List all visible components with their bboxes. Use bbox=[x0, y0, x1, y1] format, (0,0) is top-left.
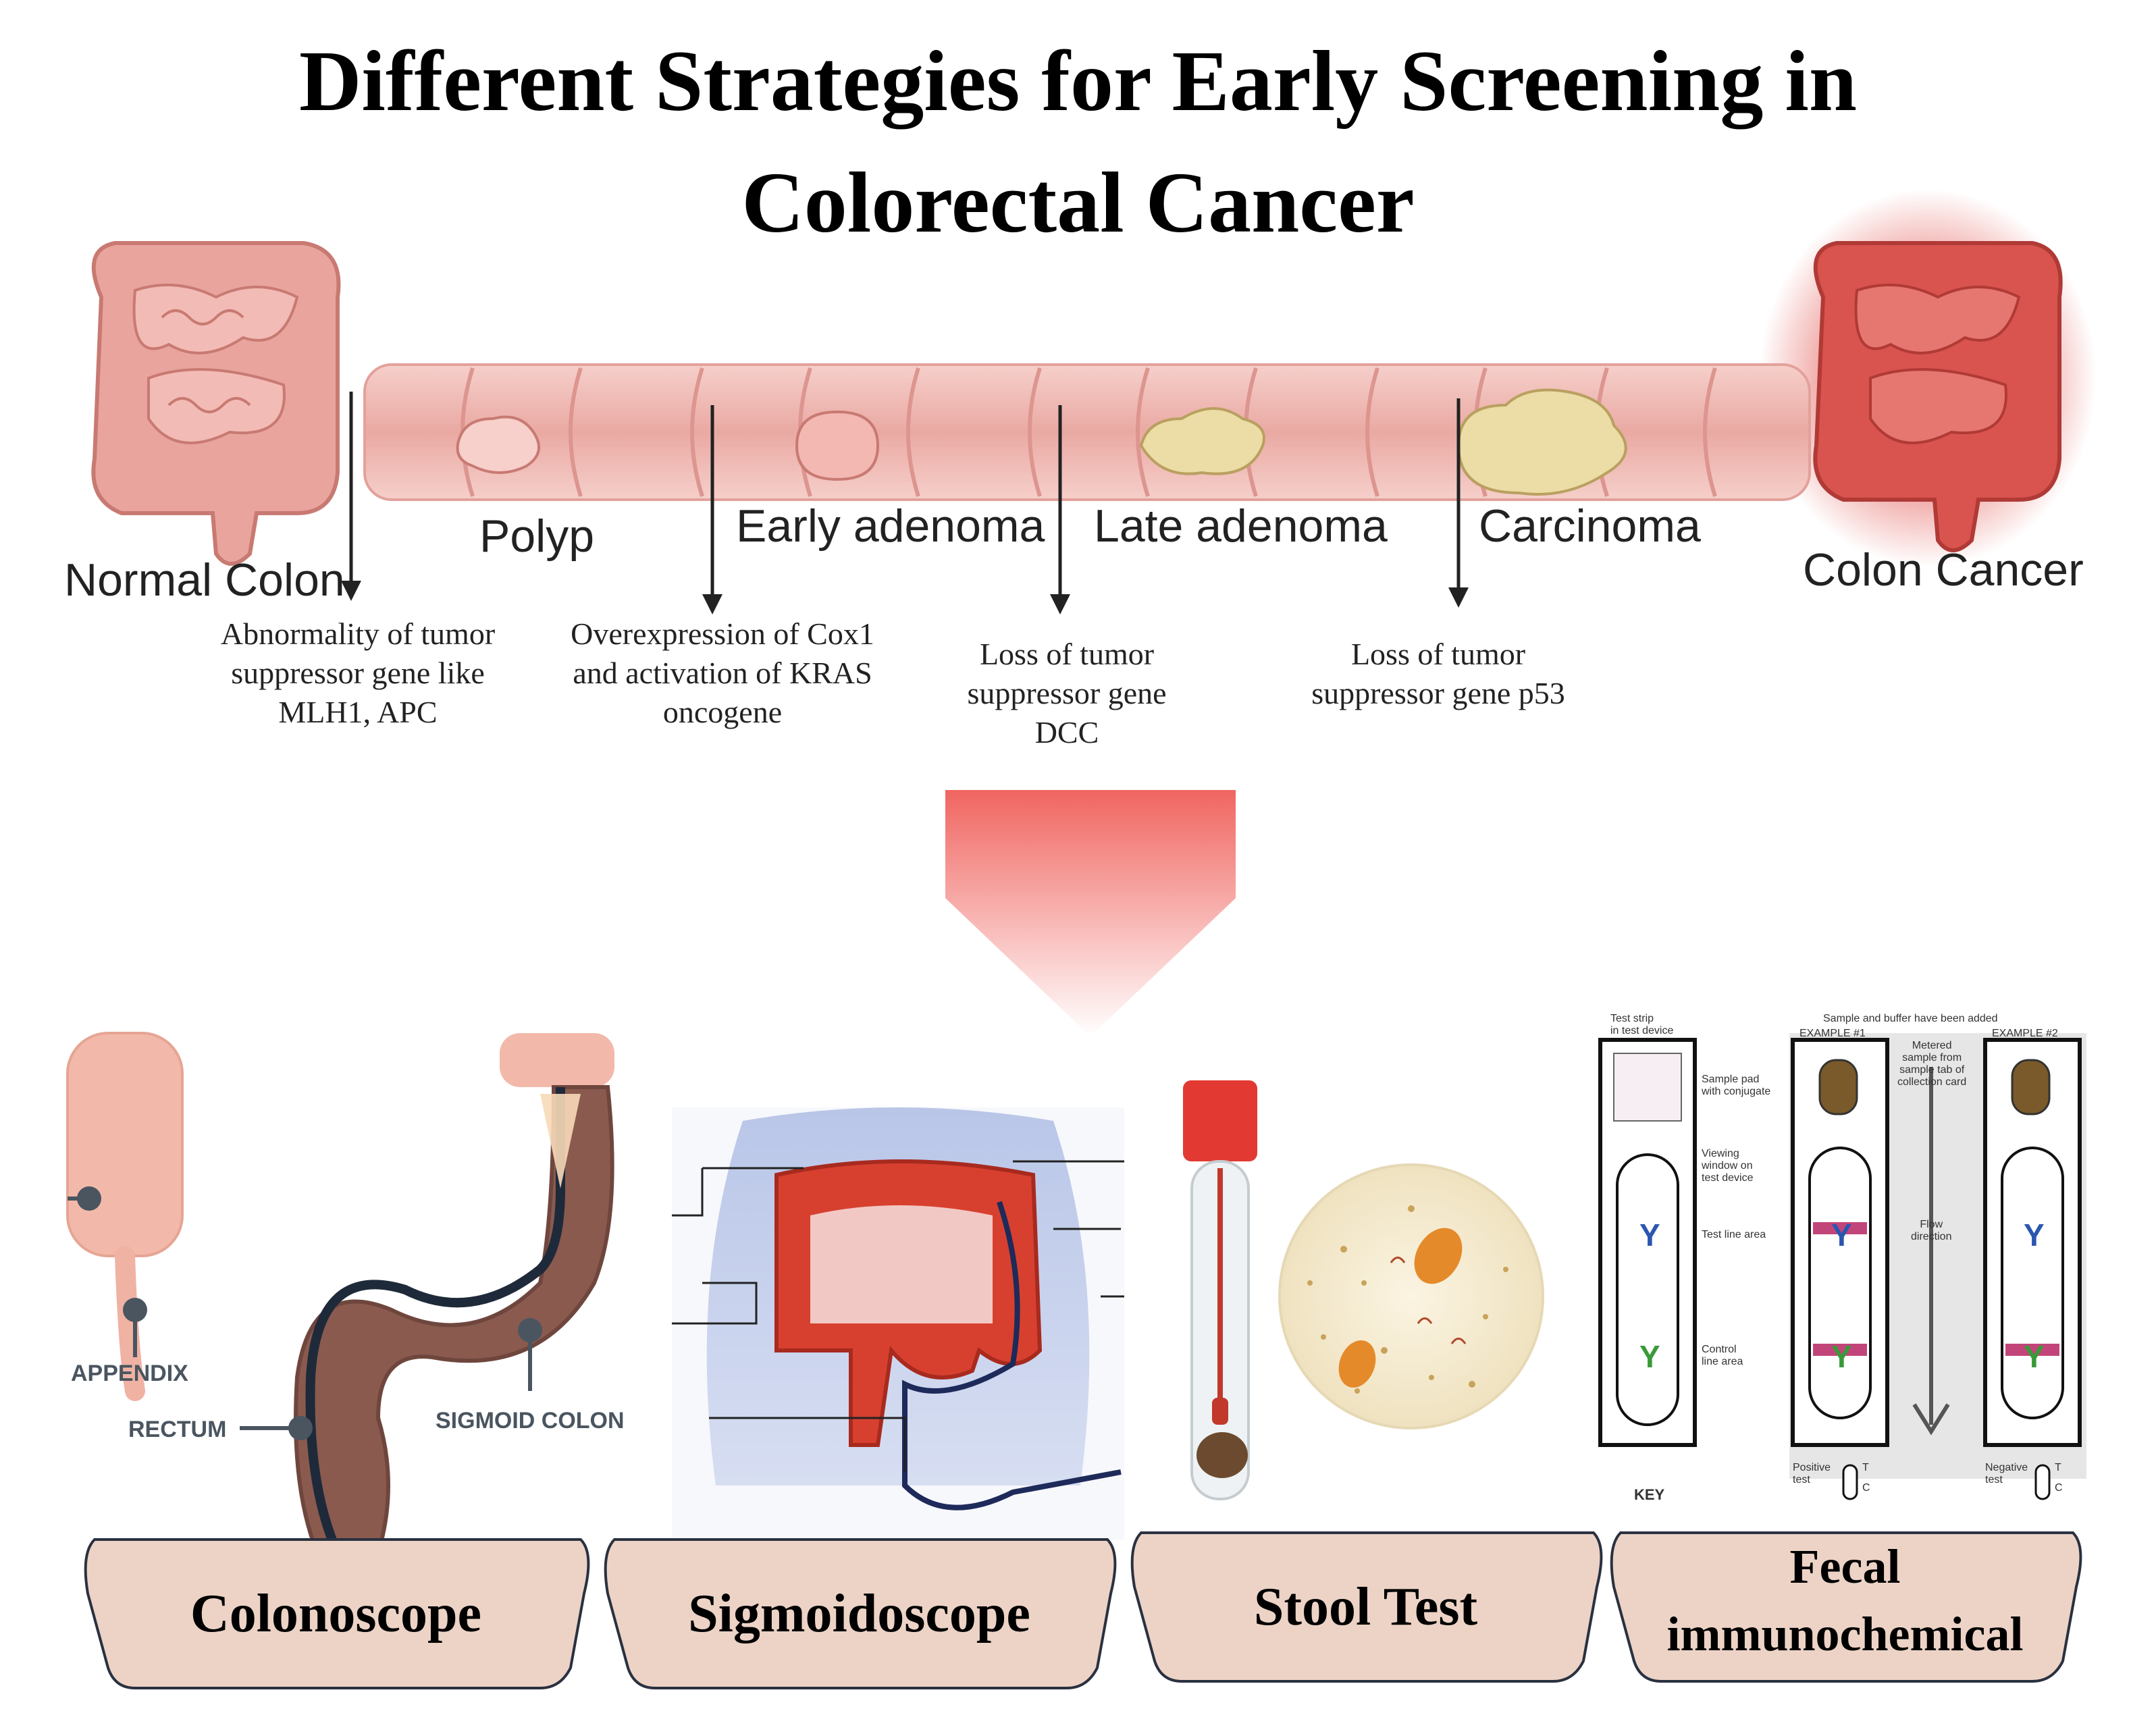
event-note-1: Abnormality of tumor suppressor gene lik… bbox=[189, 614, 527, 732]
title-line-1: Different Strategies for Early Screening… bbox=[298, 33, 1858, 129]
event-2-line-3: oncogene bbox=[662, 695, 783, 729]
svg-text:Y: Y bbox=[1831, 1339, 1852, 1374]
carcinoma-lesion bbox=[1456, 388, 1627, 496]
method-stool-test-label: Stool Test bbox=[1253, 1577, 1478, 1637]
fit-negative-t: T bbox=[2055, 1462, 2061, 1473]
event-3-line-2: suppressor gene bbox=[967, 676, 1167, 710]
method-boxes bbox=[84, 1531, 2082, 1689]
event-4-line-1: Loss of tumor bbox=[1350, 637, 1526, 671]
fit-positive-c: C bbox=[1862, 1482, 1870, 1494]
fit-strip-title: Test strip in test device bbox=[1610, 1013, 1674, 1036]
label-rectum: RECTUM bbox=[128, 1417, 227, 1442]
method-colonoscope: Colonoscope bbox=[91, 1543, 581, 1685]
svg-text:Y: Y bbox=[1639, 1217, 1660, 1253]
fit-control-line: Control line area bbox=[1702, 1344, 1743, 1367]
stage-normal-colon: Normal Colon bbox=[64, 554, 345, 606]
svg-text:Y: Y bbox=[2024, 1339, 2045, 1374]
event-arrowheads bbox=[341, 581, 1469, 614]
method-stool-test: Stool Test bbox=[1138, 1536, 1594, 1678]
event-1-line-3: MLH1, APC bbox=[278, 695, 438, 729]
title-line-2: Colorectal Cancer bbox=[741, 155, 1415, 251]
stage-polyp: Polyp bbox=[479, 510, 595, 562]
stage-carcinoma: Carcinoma bbox=[1479, 500, 1701, 552]
method-sigmoidoscope-label: Sigmoidoscope bbox=[688, 1583, 1030, 1644]
stage-late-adenoma: Late adenoma bbox=[1094, 500, 1388, 552]
label-sigmoid-colon: SIGMOID COLON bbox=[436, 1408, 625, 1434]
method-colonoscope-label: Colonoscope bbox=[190, 1583, 482, 1644]
fit-example-1: EXAMPLE #1 bbox=[1799, 1028, 1866, 1039]
fit-key: KEY bbox=[1634, 1486, 1665, 1503]
fit-sample-pad: Sample pad with conjugate bbox=[1702, 1074, 1771, 1097]
fit-flow-direction: Flow direction bbox=[1911, 1219, 1952, 1242]
svg-text:Y: Y bbox=[1639, 1339, 1660, 1374]
event-3-line-3: DCC bbox=[1034, 715, 1099, 750]
event-note-2: Overexpression of Cox1 and activation of… bbox=[540, 614, 905, 732]
stool-tube-illustration bbox=[1183, 1080, 1257, 1500]
event-2-line-1: Overexpression of Cox1 bbox=[571, 616, 874, 651]
method-fit-line-1: Fecal bbox=[1789, 1540, 1901, 1594]
event-4-line-2: suppressor gene p53 bbox=[1311, 676, 1565, 710]
late-adenoma-lesion bbox=[1139, 407, 1265, 475]
fit-figure: Y Y Y Y Y Y bbox=[1587, 1013, 2100, 1506]
stage-colon-cancer: Colon Cancer bbox=[1803, 544, 2084, 596]
fit-test-line: Test line area bbox=[1702, 1229, 1766, 1240]
event-note-3: Loss of tumor suppressor gene DCC bbox=[932, 635, 1202, 752]
fit-positive-test: Positive test bbox=[1793, 1462, 1831, 1485]
fit-metered-sample: Metered sample from sample tab of collec… bbox=[1897, 1040, 1967, 1088]
method-fecal-immunochemical: Fecal immunochemical bbox=[1617, 1523, 2073, 1678]
early-adenoma-lesion bbox=[795, 410, 880, 481]
event-note-4: Loss of tumor suppressor gene p53 bbox=[1269, 635, 1607, 713]
fit-header: Sample and buffer have been added bbox=[1823, 1013, 1998, 1024]
event-arrows bbox=[349, 392, 1461, 594]
fit-viewing-window: Viewing window on test device bbox=[1702, 1148, 1754, 1184]
event-3-line-1: Loss of tumor bbox=[979, 637, 1155, 671]
sigmoidoscope-illustration bbox=[672, 1107, 1124, 1540]
event-1-line-1: Abnormality of tumor bbox=[220, 616, 496, 651]
label-appendix: APPENDIX bbox=[71, 1361, 188, 1386]
colon-cancer-illustration bbox=[1759, 189, 2097, 567]
fit-positive-t: T bbox=[1862, 1462, 1869, 1473]
svg-text:Y: Y bbox=[2024, 1217, 2045, 1253]
fit-example-2: EXAMPLE #2 bbox=[1992, 1028, 2058, 1039]
method-sigmoidoscope: Sigmoidoscope bbox=[611, 1543, 1107, 1685]
microscope-view bbox=[1278, 1163, 1544, 1429]
fit-negative-test: Negative test bbox=[1985, 1462, 2028, 1485]
normal-colon-illustration bbox=[91, 241, 341, 566]
stage-early-adenoma: Early adenoma bbox=[736, 500, 1045, 552]
svg-text:Y: Y bbox=[1831, 1217, 1852, 1253]
method-fit-line-2: immunochemical bbox=[1666, 1607, 2024, 1661]
page-title: Different Strategies for Early Screening… bbox=[0, 20, 2156, 263]
polyp-lesion bbox=[456, 415, 540, 474]
event-1-line-2: suppressor gene like bbox=[231, 656, 485, 690]
event-2-line-2: and activation of KRAS bbox=[573, 656, 872, 690]
colonoscope-illustration bbox=[66, 1032, 614, 1555]
fit-negative-c: C bbox=[2055, 1482, 2063, 1494]
down-arrow bbox=[945, 790, 1236, 1036]
